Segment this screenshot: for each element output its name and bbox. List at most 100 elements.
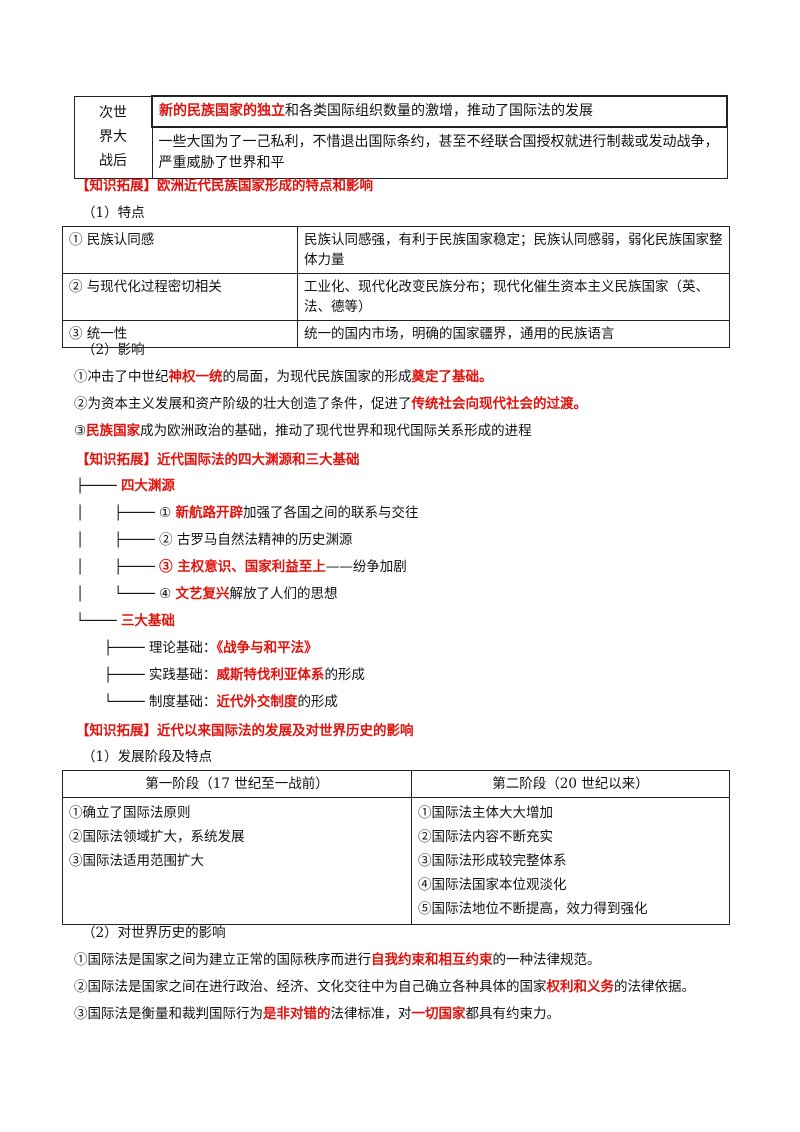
subheading-effects: （2）对世界历史的影响: [82, 925, 226, 941]
tree-connector: ├────: [114, 559, 160, 575]
text: 法律标准，对: [330, 1006, 412, 1022]
impact-line-3: ③民族国家成为欧洲政治的基础，推动了现代世界和现代国际关系形成的进程: [74, 419, 532, 439]
subheading-impact: （2）影响: [82, 342, 145, 358]
text: ①国际法是国家之间为建立正常的国际秩序而进行: [74, 952, 371, 968]
red-highlight: 《战争与和平法》: [216, 640, 318, 656]
red-highlight: 四大渊源: [120, 478, 175, 494]
tree-branch-sources: ├──── 四大渊源: [76, 474, 175, 494]
tree-connector: └──── ④: [114, 586, 176, 602]
table-row: ② 与现代化过程密切相关 工业化、现代化改变民族分布；现代化催生资本主义民族国家…: [62, 273, 730, 321]
table-header-row: 第一阶段（17 世纪至一战前） 第二阶段（20 世纪以来）: [62, 770, 730, 798]
impact-line-2: ②为资本主义发展和资产阶级的壮大创造了条件，促进了传统社会向现代社会的过渡。: [74, 392, 587, 412]
effect-line-2: ②国际法是国家之间在进行政治、经济、文化交往中为自己确立各种具体的国家权利和义务…: [74, 975, 695, 995]
text: 古罗马自然法精神的历史渊源: [176, 532, 353, 548]
red-highlight: 一切国家: [411, 1006, 466, 1022]
red-highlight: 文艺复兴: [175, 586, 230, 602]
tree-connector: ├────: [76, 478, 121, 494]
red-highlight: 威斯特伐利亚体系: [216, 667, 325, 683]
list-item: ①国际法主体大大增加: [418, 805, 553, 821]
feature-value: 工业化、现代化改变民族分布；现代化催生资本主义民族国家（英、法、德等）: [297, 273, 730, 321]
red-highlight: 三大基础: [120, 613, 175, 629]
text: ——纷争加剧: [325, 559, 407, 575]
text: 的形成: [297, 694, 338, 710]
text: 的一种法律规范。: [492, 952, 601, 968]
red-highlight: 民族国家: [86, 423, 141, 439]
red-highlight: 近代外交制度: [216, 694, 298, 710]
row-label-postwar: 次世 界大 战后: [74, 95, 153, 179]
text: 和各类国际组织数量的激增，推动了国际法的发展: [285, 103, 593, 119]
tree-item: │ ├──── ① 新航路开辟加强了各国之间的联系与交往: [76, 501, 419, 521]
list-item: ②国际法内容不断充实: [418, 829, 553, 845]
list-item: ③国际法形成较完整体系: [418, 853, 567, 869]
text: 解放了人们的思想: [229, 586, 338, 602]
table-row: ③ 统一性 统一的国内市场，明确的国家疆界，通用的民族语言: [62, 320, 730, 348]
effect-line-3: ③国际法是衡量和裁判国际行为是非对错的法律标准，对一切国家都具有约束力。: [74, 1002, 560, 1022]
text: ②为资本主义发展和资产阶级的壮大创造了条件，促进了: [74, 396, 412, 412]
tree-item: ├──── 理论基础：《战争与和平法》: [104, 636, 318, 656]
red-highlight: 是非对错的: [263, 1006, 331, 1022]
tree-branch-foundations: └──── 三大基础: [76, 609, 175, 629]
tree-pipe: │: [76, 532, 115, 548]
features-table: ① 民族认同感 民族认同感强，有利于民族国家稳定；民族认同感弱，弱化民族国家整体…: [62, 226, 730, 348]
red-highlight: 权利和义务: [546, 979, 615, 995]
column-header-stage-2: 第二阶段（20 世纪以来）: [411, 770, 730, 798]
red-highlight: 新航路开辟: [175, 505, 244, 521]
table-row: ① 民族认同感 民族认同感强，有利于民族国家稳定；民族认同感弱，弱化民族国家整体…: [62, 226, 730, 274]
subheading-stages: （1）发展阶段及特点: [82, 749, 213, 765]
tree-connector: ├──── ①: [114, 505, 176, 521]
text: ②国际法是国家之间在进行政治、经济、文化交往中为自己确立各种具体的国家: [74, 979, 547, 995]
tree-connector: ├──── 实践基础：: [104, 667, 217, 683]
tree-item: └──── 制度基础：近代外交制度的形成: [104, 690, 338, 710]
tree-pipe: │: [76, 505, 115, 521]
list-item: ①确立了国际法原则: [69, 805, 191, 821]
section-heading-intl-law-development: 【知识拓展】近代以来国际法的发展及对世界历史的影响: [76, 723, 414, 739]
red-highlight: ③ 主权意识、国家利益至上: [159, 559, 326, 575]
tree-pipe: │: [76, 559, 115, 575]
red-highlight: 奠定了基础。: [411, 369, 493, 385]
text: 的法律依据。: [614, 979, 695, 995]
impact-line-1: ①冲击了中世纪神权一统的局面，为现代民族国家的形成奠定了基础。: [74, 365, 493, 385]
text: 加强了各国之间的联系与交往: [243, 505, 419, 521]
list-item: ②国际法领域扩大，系统发展: [69, 829, 245, 845]
postwar-row-2: 一些大国为了一己私利，不惜退出国际条约，甚至不经联合国授权就进行制裁或发动战争，…: [151, 126, 728, 179]
text: 的形成: [324, 667, 365, 683]
postwar-row-1: 新的民族国家的独立和各类国际组织数量的激增，推动了国际法的发展: [151, 95, 728, 128]
tree-item: │ ├──── ③ 主权意识、国家利益至上——纷争加剧: [76, 555, 407, 575]
tree-item: │ └──── ④ 文艺复兴解放了人们的思想: [76, 582, 338, 602]
red-highlight: 神权一统: [168, 369, 223, 385]
tree-item: ├──── 实践基础：威斯特伐利亚体系的形成: [104, 663, 365, 683]
tree-connector: └────: [76, 613, 121, 629]
stage-2-items: ①国际法主体大大增加 ②国际法内容不断充实 ③国际法形成较完整体系 ④国际法国家…: [411, 797, 730, 925]
text: 的局面，为现代民族国家的形成: [222, 369, 412, 385]
section-heading-nation-state: 【知识拓展】欧洲近代民族国家形成的特点和影响: [76, 178, 373, 194]
feature-value: 民族认同感强，有利于民族国家稳定；民族认同感弱，弱化民族国家整体力量: [297, 226, 730, 274]
red-highlight: 自我约束和相互约束: [371, 952, 493, 968]
text: ③: [74, 423, 87, 439]
feature-key: ③ 统一性: [62, 320, 298, 348]
postwar-table: 次世 界大 战后 新的民族国家的独立和各类国际组织数量的激增，推动了国际法的发展…: [74, 95, 728, 179]
column-header-stage-1: 第一阶段（17 世纪至一战前）: [62, 770, 412, 798]
effect-line-1: ①国际法是国家之间为建立正常的国际秩序而进行自我约束和相互约束的一种法律规范。: [74, 948, 601, 968]
table-row: ①确立了国际法原则 ②国际法领域扩大，系统发展 ③国际法适用范围扩大 ①国际法主…: [62, 797, 730, 925]
tree-connector: ├──── 理论基础：: [104, 640, 217, 656]
red-highlight: 新的民族国家的独立: [159, 103, 285, 119]
feature-key: ① 民族认同感: [62, 226, 298, 274]
tree-item: │ ├──── ② 古罗马自然法精神的历史渊源: [76, 528, 352, 548]
list-item: ⑤国际法地位不断提高，效力得到强化: [418, 901, 648, 917]
section-heading-intl-law-sources: 【知识拓展】近代国际法的四大渊源和三大基础: [76, 452, 360, 468]
list-item: ④国际法国家本位观淡化: [418, 877, 567, 893]
text: 都具有约束力。: [465, 1006, 561, 1022]
tree-connector: ├──── ②: [114, 532, 177, 548]
red-highlight: 传统社会向现代社会的过渡。: [411, 396, 588, 412]
text: ③国际法是衡量和裁判国际行为: [74, 1006, 263, 1022]
text: 成为欧洲政治的基础，推动了现代世界和现代国际关系形成的进程: [140, 423, 532, 439]
text: ①冲击了中世纪: [74, 369, 169, 385]
stages-table: 第一阶段（17 世纪至一战前） 第二阶段（20 世纪以来） ①确立了国际法原则 …: [62, 770, 730, 925]
feature-key: ② 与现代化过程密切相关: [62, 273, 298, 321]
tree-pipe: │: [76, 586, 115, 602]
subheading-features: （1）特点: [82, 205, 145, 221]
list-item: ③国际法适用范围扩大: [69, 853, 204, 869]
tree-connector: └──── 制度基础：: [104, 694, 217, 710]
stage-1-items: ①确立了国际法原则 ②国际法领域扩大，系统发展 ③国际法适用范围扩大: [62, 797, 412, 925]
